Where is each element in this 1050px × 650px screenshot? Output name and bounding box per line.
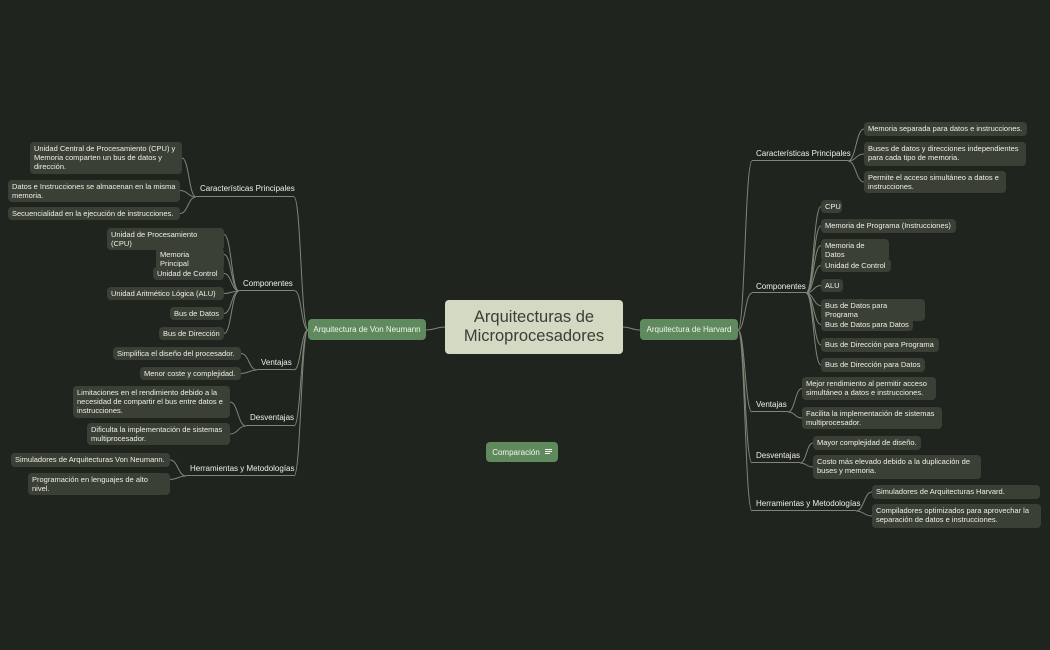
connector-line [179,196,197,214]
right-branch-1-item[interactable]: Bus de Datos para Programa [821,299,925,321]
connector-line [787,388,803,413]
left-branch-0-item[interactable]: Datos e Instrucciones se almacenan en la… [8,180,180,202]
connector-line [622,326,641,331]
left-branch-4-item[interactable]: Simuladores de Arquitecturas Von Neumann… [11,453,170,467]
main-topic-harvard[interactable]: Arquitectura de Harvard [640,319,738,340]
connector-line [229,401,247,427]
right-branch-2-item[interactable]: Facilita la implementación de sistemas m… [802,407,942,429]
connector-line [223,254,240,292]
connector-line [737,329,753,413]
left-branch-4-item[interactable]: Programación en lenguajes de alto nivel. [28,473,170,495]
left-branch-1[interactable]: Componentes [239,277,295,291]
left-branch-2-item[interactable]: Menor coste y complejidad. [140,367,241,380]
connector-line [805,225,822,294]
left-branch-1-item[interactable]: Unidad de Control [153,267,224,280]
left-branch-1-item[interactable]: Unidad de Procesamiento (CPU) [107,228,224,250]
left-branch-1-item[interactable]: Memoria Principal [156,248,224,270]
left-branch-1-item[interactable]: Bus de Datos [170,307,224,320]
connector-line [737,292,753,331]
right-branch-3-item[interactable]: Mayor complejidad de diseño. [813,436,921,450]
connector-line [293,196,309,331]
connector-line [223,290,240,334]
connector-line [229,425,247,435]
connector-line [855,510,873,517]
connector-line [737,329,753,512]
connector-line [855,491,873,512]
right-branch-0-item[interactable]: Buses de datos y direcciones independien… [864,142,1026,166]
left-branch-2[interactable]: Ventajas [257,356,294,370]
connector-line [169,459,187,477]
right-branch-1-item[interactable]: Memoria de Datos [821,239,889,261]
right-branch-0-item[interactable]: Permite el acceso simultáneo a datos e i… [864,171,1006,193]
right-branch-4-item[interactable]: Compiladores optimizados para aprovechar… [872,504,1041,528]
connector-line [425,326,446,331]
connector-line [223,273,240,292]
right-branch-1-item[interactable]: Memoria de Programa (Instrucciones) [821,219,956,233]
right-branch-1-item[interactable]: Unidad de Control [821,259,891,272]
left-branch-0-item[interactable]: Secuencialidad en la ejecución de instru… [8,207,180,220]
right-branch-4-item[interactable]: Simuladores de Arquitecturas Harvard. [872,485,1040,499]
floating-topic-label: Comparación [492,447,540,457]
connector-line [240,369,258,374]
right-branch-1-item[interactable]: Bus de Dirección para Programa [821,338,939,352]
connector-line [240,353,258,371]
root-topic[interactable]: Arquitecturas de Microprocesadores [445,300,623,354]
right-branch-0[interactable]: Características Principales [752,147,851,161]
left-branch-4[interactable]: Herramientas y Metodologías [186,462,295,476]
right-branch-0-item[interactable]: Memoria separada para datos e instruccio… [864,122,1027,136]
connector-line [787,411,803,419]
right-branch-1-item[interactable]: Bus de Datos para Datos [821,318,913,331]
connector-line [737,160,753,331]
floating-topic-comparison[interactable]: Comparación [486,442,558,462]
connector-line [799,442,814,464]
right-branch-3[interactable]: Desventajas [752,449,800,463]
left-branch-3-item[interactable]: Dificulta la implementación de sistemas … [87,423,230,445]
connector-line [847,153,865,162]
connector-line [181,157,197,198]
left-branch-2-item[interactable]: Simplifica el diseño del procesador. [113,347,241,360]
left-branch-1-item[interactable]: Unidad Aritmético Lógica (ALU) [107,287,224,300]
right-branch-3-item[interactable]: Costo más elevado debido a la duplicació… [813,455,981,479]
connector-line [847,160,865,183]
notes-icon [544,449,552,455]
left-branch-0[interactable]: Características Principales [196,182,295,197]
connector-line [799,462,814,468]
left-branch-3[interactable]: Desventajas [246,411,294,426]
connector-line [805,292,822,346]
right-branch-1-item[interactable]: CPU [821,200,842,213]
left-branch-0-item[interactable]: Unidad Central de Procesamiento (CPU) y … [30,142,182,174]
connector-line [847,128,865,162]
connector-line [169,475,187,480]
right-branch-2[interactable]: Ventajas [752,398,788,412]
left-branch-1-item[interactable]: Bus de Dirección [159,327,224,340]
right-branch-1-item[interactable]: Bus de Dirección para Datos [821,358,925,372]
main-topic-von-neumann[interactable]: Arquitectura de Von Neumann [308,319,426,340]
connector-line [293,329,309,477]
connector-line [805,245,822,294]
connector-line [805,265,822,294]
connector-line [805,292,822,366]
right-branch-2-item[interactable]: Mejor rendimiento al permitir acceso sim… [802,377,936,400]
right-branch-1-item[interactable]: ALU [821,279,843,292]
right-branch-1[interactable]: Componentes [752,280,806,293]
connector-line [294,290,309,331]
connector-line [737,329,753,464]
left-branch-3-item[interactable]: Limitaciones en el rendimiento debido a … [73,386,230,418]
right-branch-4[interactable]: Herramientas y Metodologías [752,497,861,511]
